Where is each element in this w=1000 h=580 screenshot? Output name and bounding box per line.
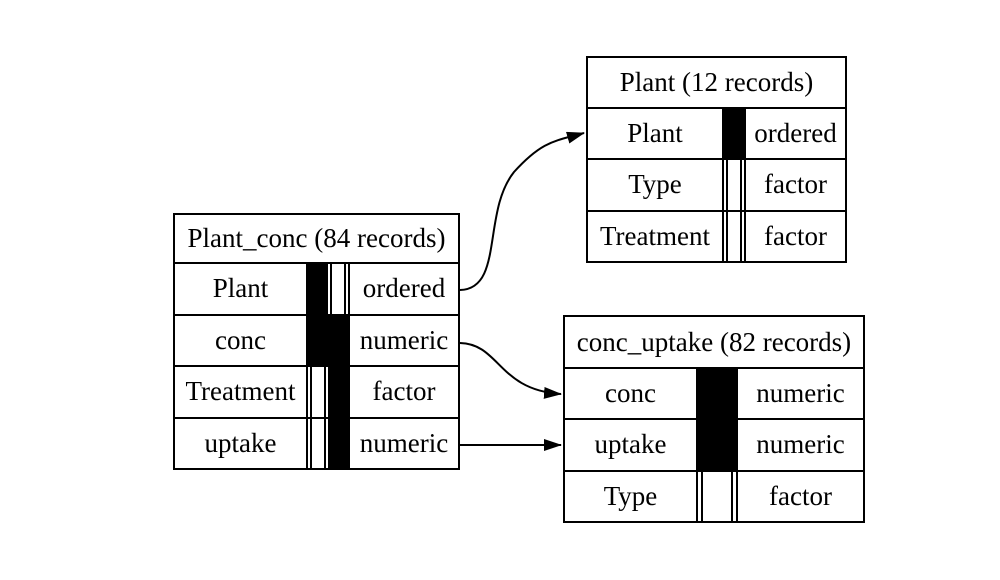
table-row: Plant ordered	[175, 264, 458, 314]
key2-indicator	[328, 315, 348, 365]
table-row: Treatment factor	[175, 365, 458, 417]
column-type-cell: factor	[736, 471, 863, 521]
table-row: Type factor	[565, 469, 863, 521]
key1-indicator	[308, 264, 328, 314]
table-row: uptake numeric	[565, 418, 863, 470]
column-name-cell: Plant	[588, 109, 724, 159]
column-name-cell: Treatment	[588, 211, 724, 261]
key1-indicator	[726, 211, 742, 261]
column-type-cell: numeric	[348, 418, 458, 468]
arrow-conc-to-conc-uptake-table	[459, 342, 562, 399]
column-name-cell: Treatment	[175, 367, 308, 417]
table-row: Type factor	[588, 158, 845, 210]
table-title: Plant (12 records)	[588, 58, 845, 109]
column-type-cell: numeric	[736, 420, 863, 470]
column-type-cell: ordered	[348, 264, 458, 314]
table-title: Plant_conc (84 records)	[175, 215, 458, 264]
key2-indicator	[330, 264, 346, 314]
table-row: conc numeric	[565, 369, 863, 419]
key2-indicator	[328, 367, 348, 417]
key1-indicator	[308, 315, 328, 365]
column-name-cell: Plant	[175, 264, 308, 314]
arrow-plant-to-plant-table	[459, 131, 585, 291]
key1-indicator	[698, 420, 736, 470]
column-name-cell: conc	[565, 369, 698, 419]
column-name-cell: uptake	[565, 420, 698, 470]
column-name-cell: Type	[565, 471, 698, 521]
key1-indicator	[310, 418, 326, 468]
column-type-cell: ordered	[744, 109, 845, 159]
table-row: uptake numeric	[175, 416, 458, 468]
table-plant: Plant (12 records) Plant ordered Type fa…	[586, 56, 847, 263]
column-type-cell: factor	[744, 211, 845, 261]
column-name-cell: uptake	[175, 418, 308, 468]
table-row: Treatment factor	[588, 209, 845, 261]
column-type-cell: numeric	[348, 315, 458, 365]
table-row: Plant ordered	[588, 109, 845, 159]
key1-indicator	[310, 367, 326, 417]
key1-indicator	[726, 160, 742, 210]
table-plant-conc: Plant_conc (84 records) Plant ordered co…	[173, 213, 460, 470]
column-name-cell: Type	[588, 160, 724, 210]
key1-indicator	[698, 369, 736, 419]
column-type-cell: factor	[744, 160, 845, 210]
key1-indicator	[724, 109, 744, 159]
key2-indicator	[328, 418, 348, 468]
table-row: conc numeric	[175, 313, 458, 365]
table-title: conc_uptake (82 records)	[565, 317, 863, 369]
key1-indicator	[701, 471, 733, 521]
column-name-cell: conc	[175, 315, 308, 365]
column-type-cell: factor	[348, 367, 458, 417]
table-conc-uptake: conc_uptake (82 records) conc numeric up…	[563, 315, 865, 523]
column-type-cell: numeric	[736, 369, 863, 419]
